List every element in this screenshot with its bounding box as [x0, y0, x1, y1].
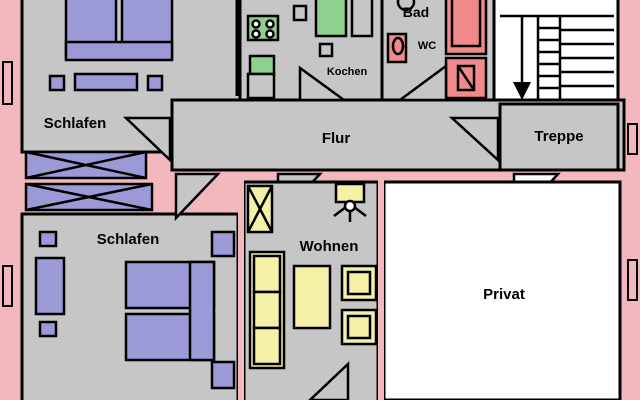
inner-wall-strip	[238, 180, 244, 400]
bedroom-top-label: Schlafen	[44, 115, 107, 132]
bath-label: Bad	[403, 4, 429, 20]
sofa	[248, 250, 286, 370]
stair-arrow-icon	[513, 82, 531, 100]
hall-label: Flur	[322, 130, 350, 147]
wardrobe-top	[24, 150, 154, 212]
stair-steps	[500, 14, 614, 100]
private-label: Privat	[483, 286, 525, 303]
nightstands-top	[48, 72, 164, 92]
wc-unit	[386, 32, 408, 64]
armchairs	[340, 264, 378, 346]
double-bed-bottom	[124, 230, 236, 390]
stairs-label: Treppe	[534, 128, 583, 145]
living-door-swing	[308, 361, 350, 400]
lamp	[333, 182, 367, 222]
stairs-landing	[498, 102, 620, 172]
kitchen-label: Kochen	[327, 66, 368, 78]
bedroom-bottom-label: Schlafen	[97, 231, 160, 248]
sink	[396, 0, 416, 12]
desk-bottom	[34, 230, 66, 338]
coffee-table	[292, 264, 332, 330]
shelf-unit	[246, 184, 274, 234]
private-room	[382, 180, 622, 400]
double-bed-top	[64, 0, 174, 62]
living-label: Wohnen	[300, 238, 359, 255]
wc-label: WC	[418, 40, 436, 52]
kitchen-furniture	[246, 0, 374, 100]
kitchen-units	[246, 0, 348, 76]
left-windows	[2, 61, 638, 307]
inner-wall-strip-2	[378, 180, 384, 400]
bathtub	[444, 0, 488, 100]
